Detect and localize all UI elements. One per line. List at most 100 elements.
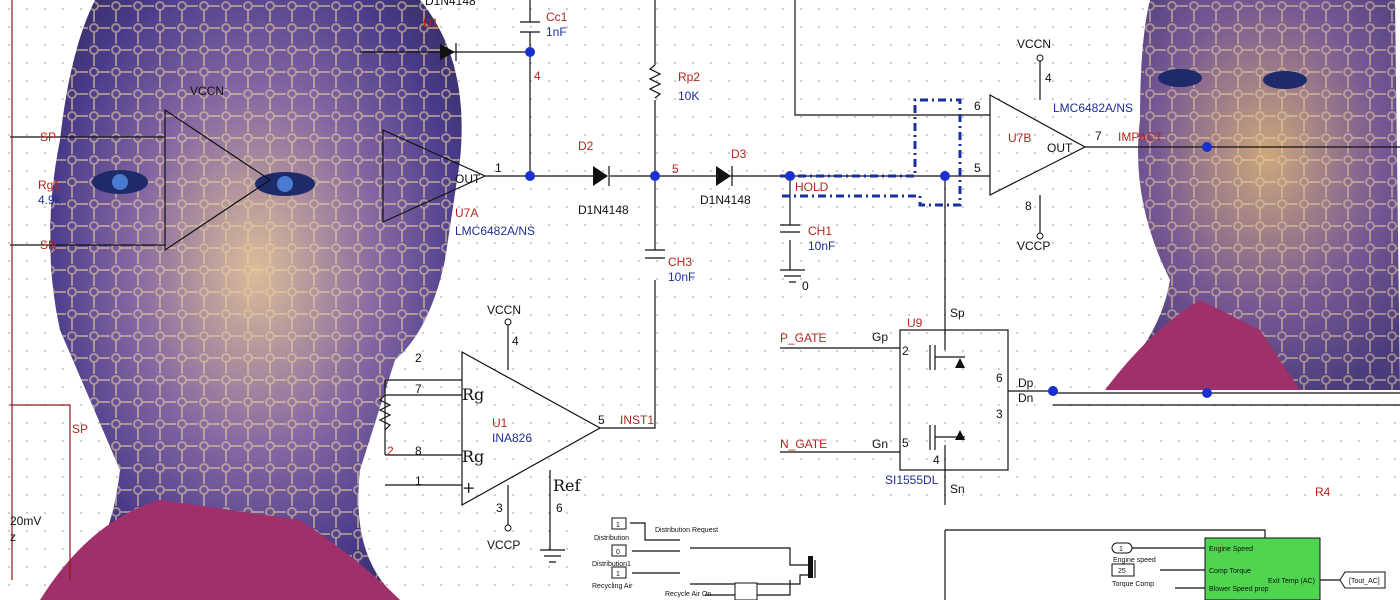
u1-pin6: 6 [556,501,563,515]
ch3-ref: CH3 [668,255,692,269]
u1-pin2b: 2 [387,444,394,458]
goto-tag-label: [Tout_AC] [1349,578,1380,585]
ground-label: 0 [802,279,809,293]
u7b-vccn: VCCN [1017,37,1051,51]
u7a-ref: U7A [455,206,478,220]
rp2-value: 10K [678,89,699,103]
opamp-u7b-symbol [989,93,1087,196]
d2-part: D1N4148 [578,203,629,217]
port-engine-speed: Engine Speed [1209,546,1253,553]
u1-vccp: VCCP [487,538,520,552]
u7a-part: LMC6482A/NS [455,224,535,238]
label-distribution: Distribution [594,535,629,542]
const-torque-block [1111,563,1135,577]
const-distribution-value: 1 [616,522,620,529]
p-gate-net: P_GATE [780,331,826,345]
r4-ref: R4 [1315,485,1331,499]
u7b-ref: U7B [1008,131,1031,145]
sn-net: SN [40,238,57,252]
left-face-image [40,0,462,600]
diode-d3-symbol [716,166,731,186]
u9-dn: Dn [1018,391,1033,405]
port-blower-speed: Blower Speed prop [1209,586,1269,593]
u7b-pin6: 6 [974,99,981,113]
u1-pin3: 3 [496,501,503,515]
u7b-out: OUT [1047,141,1073,155]
node4-label: 4 [534,69,541,83]
const-distribution-block [611,517,627,530]
components [164,21,1087,532]
u7b-pin4: 4 [1045,71,1052,85]
u7b-pin8: 8 [1025,199,1032,213]
vccn-left: VCCN [190,84,224,98]
const-recycling-value: 1 [616,571,620,578]
u7b-part: LMC6482A/NS [1053,101,1133,115]
u9-sp: Sp [950,306,965,320]
n-gate-net: N_GATE [780,437,827,451]
hvac-subsystem-block [1204,537,1321,600]
port-exit-temp: Exit Temp (AC) [1268,578,1315,585]
impact-net: IMPACT [1118,130,1163,144]
recycle-air-on-label: Recycle Air On [665,591,711,598]
mosfet-u9-box [899,329,1009,471]
u9-gn: Gn [872,437,888,451]
u1-pin8: 8 [415,444,422,458]
distribution-request-label: Distribution Request [655,527,718,534]
goto-tout-ac [1339,571,1386,589]
port-comp-torque: Comp Torque [1209,568,1251,575]
right-face-image [1105,0,1400,390]
u9-part: SI1555DL [885,473,939,487]
torque-comp-label: Torque Comp [1112,581,1154,588]
u1-vccn: VCCN [487,303,521,317]
const-distribution1-block [611,544,627,557]
u9-sn: Sn [950,482,965,496]
u7a-pin-out: 1 [495,161,502,175]
u1-rg-bot: Rg [462,447,484,466]
u1-ref: U1 [492,416,508,430]
u1-pin7: 7 [415,382,422,396]
u1-ref-pin: Ref [553,476,582,495]
hold-net: HOLD [795,180,829,194]
u1-pin4: 4 [512,334,519,348]
u7b-vccp: VCCP [1017,239,1050,253]
opamp-u1-symbol [461,350,602,507]
u9-gp: Gp [872,330,888,344]
u9-ref: U9 [907,316,923,330]
u1-pin5: 5 [598,413,605,427]
label-recycling: Recycling Air [592,583,633,590]
diode-d2-symbol [593,166,608,186]
sp-lower-net: SP [72,422,88,436]
u7a-out: OUT [455,172,481,186]
d3-ref: D3 [731,147,747,161]
node5-label: 5 [672,162,679,176]
label-distribution1: Distribution1 [592,561,631,568]
u9-pin4: 4 [933,453,940,467]
engine-speed-value: 1 [1119,546,1123,553]
u1-plus: + [462,478,475,497]
const-recycling-block [611,566,627,579]
mux-block [808,556,813,578]
ch1-ref: CH1 [808,224,832,238]
inport-engine-speed [1111,542,1133,554]
u9-pin6: 6 [996,371,1003,385]
inst1-net: INST1 [620,413,654,427]
pulse-block [734,582,758,600]
rp2-ref: Rp2 [678,70,700,84]
diode-d1-symbol [440,44,455,60]
u1-pin2: 2 [415,351,422,365]
engine-speed-label: Engine speed [1113,557,1156,564]
left-readout: 20mV [10,514,41,528]
d3-part: D1N4148 [700,193,751,207]
u9-pin3: 3 [996,407,1003,421]
simulink-panel: 1 Distribution 0 Distribution1 1 Recycli… [575,505,1400,600]
ch1-value: 10nF [808,239,835,253]
cc1-ref: Cc1 [546,10,568,24]
torque-const-value: 25 [1118,568,1126,575]
u7b-pin7: 7 [1095,129,1102,143]
left-readout2: z [10,530,16,544]
top-diode-part: D1N4148 [425,0,476,8]
u1-pin1: 1 [415,474,422,488]
rg1-value: 4.9k [38,193,62,207]
